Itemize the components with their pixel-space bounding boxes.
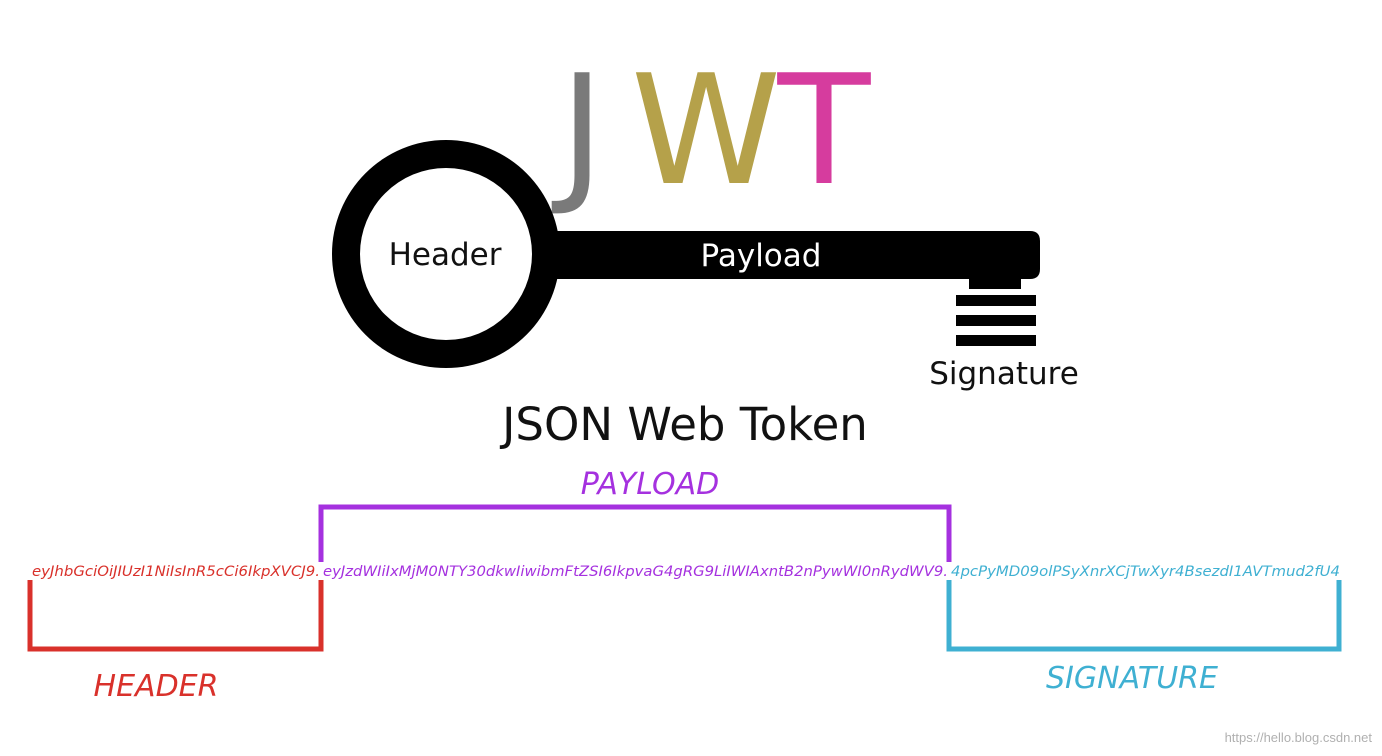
key-shaft <box>540 231 1040 279</box>
key-tooth <box>956 335 1036 346</box>
diagram-title: JSON Web Token <box>499 398 868 451</box>
payload-bracket <box>318 504 952 562</box>
key-signature-label: Signature <box>929 356 1079 392</box>
token-header-segment: eyJhbGciOiJIUzI1NiIsInR5cCi6IkpXVCJ9. <box>32 564 320 580</box>
logo-letter-t: T <box>777 42 872 219</box>
token-payload-segment: eyJzdWIiIxMjM0NTY30dkwIiwibmFtZSI6IkpvaG… <box>323 564 948 580</box>
key-header-label: Header <box>389 237 502 273</box>
key-tooth <box>956 295 1036 306</box>
key-bit-stem <box>969 275 1021 289</box>
payload-part-label: PAYLOAD <box>581 467 719 502</box>
signature-part-label: SIGNATURE <box>1046 661 1218 696</box>
token-signature-segment: 4pcPyMD09olPSyXnrXCjTwXyr4BsezdI1AVTmud2… <box>951 564 1340 580</box>
signature-bracket <box>946 580 1342 652</box>
key-tooth <box>956 315 1036 326</box>
key-icon <box>331 139 1040 369</box>
logo-letter-j: J <box>552 42 605 219</box>
watermark-text: https://hello.blog.csdn.net <box>1225 730 1373 745</box>
logo-letter-w: W <box>631 42 781 219</box>
key-payload-label: Payload <box>701 238 822 274</box>
header-part-label: HEADER <box>94 669 219 704</box>
header-bracket <box>27 580 324 652</box>
